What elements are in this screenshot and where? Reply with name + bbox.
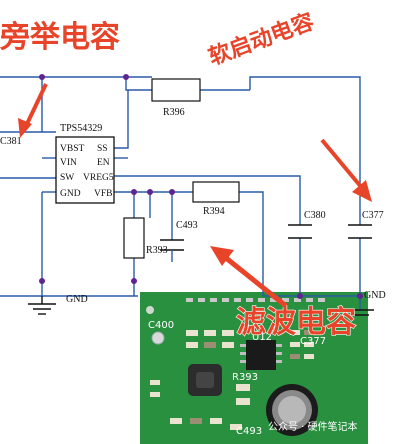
label-c381: C381 <box>0 136 22 147</box>
pin-vbst: VBST <box>60 144 84 154</box>
ground-symbol-left <box>28 296 56 315</box>
capacitor-c380 <box>288 224 312 239</box>
label-gnd-right: GND <box>364 290 386 301</box>
pcb-label-c493: C493 <box>236 426 262 437</box>
pin-sw: SW <box>60 173 74 183</box>
pcb-label-r393: R393 <box>232 372 258 383</box>
label-c493: C493 <box>176 220 198 231</box>
pcb-pads-top <box>186 298 325 302</box>
junction-dots <box>39 74 363 299</box>
chip-name: TPS54329 <box>60 123 102 134</box>
chip-tps54329 <box>55 136 115 204</box>
pcb-inductor-core <box>196 372 214 388</box>
capacitor-c377 <box>348 224 372 239</box>
watermark-text: 公众号 · 硬件笔记本 <box>268 420 358 433</box>
resistor-r396 <box>151 78 201 102</box>
resistor-r393 <box>123 217 145 259</box>
pcb-cap-vent <box>278 396 306 424</box>
pin-en: EN <box>97 158 110 168</box>
pcb-ic-pins <box>240 344 282 363</box>
board-photo: C400 U12 C377 R393 C493 <box>140 292 368 444</box>
pin-ss: SS <box>97 144 108 154</box>
label-r396: R396 <box>163 107 185 118</box>
annotation-bypass-cap: 旁举电容 <box>0 20 120 55</box>
pcb-smd-parts <box>150 330 314 430</box>
resistor-r394 <box>192 181 240 203</box>
pcb-ic-chip <box>246 340 276 370</box>
annotation-filter-cap: 滤波电容 <box>236 305 356 340</box>
label-c380: C380 <box>304 210 326 221</box>
pin-gnd: GND <box>60 189 81 199</box>
annotation-soft-start-cap: 软启动电容 <box>205 9 317 71</box>
arrow-soft-start <box>320 138 372 202</box>
arrow-filter <box>210 246 288 308</box>
pcb-label-c400: C400 <box>148 320 174 331</box>
pin-vreg5: VREG5 <box>83 173 114 183</box>
pcb-via <box>146 306 154 314</box>
label-gnd-left: GND <box>66 294 88 305</box>
pin-vin: VIN <box>60 158 77 168</box>
pcb-label-u12: U12 <box>252 332 272 343</box>
label-r393: R393 <box>146 245 168 256</box>
pcb-via <box>151 331 165 345</box>
label-c377: C377 <box>362 210 384 221</box>
pcb-label-c377: C377 <box>300 336 326 347</box>
pin-vfb: VFB <box>94 189 112 199</box>
label-r394: R394 <box>203 206 225 217</box>
arrow-bypass <box>18 83 48 138</box>
ground-symbol-right <box>346 309 374 316</box>
